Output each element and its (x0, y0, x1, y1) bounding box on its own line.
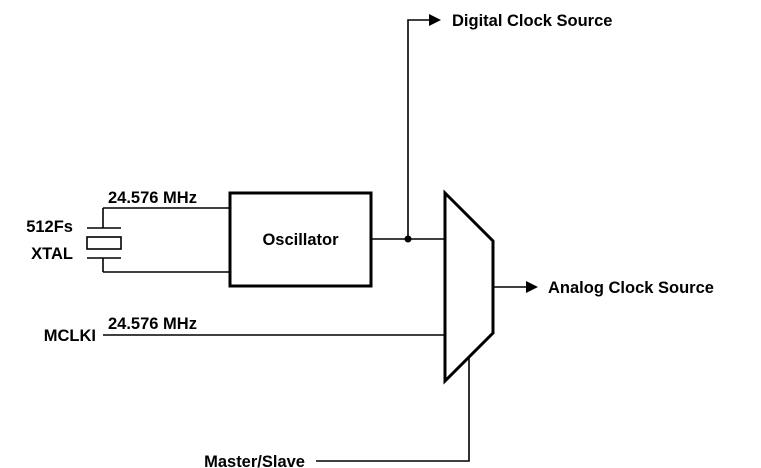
crystal-symbol (86, 207, 230, 273)
oscillator-block (228, 191, 373, 288)
clock-mux (443, 189, 495, 385)
crystal-body (86, 236, 122, 250)
digital-clock-arrowhead (429, 14, 441, 26)
master-slave-wire (316, 357, 470, 462)
crystal-label-line2: XTAL (31, 245, 73, 263)
mclki-frequency-label: 24.576 MHz (108, 315, 197, 333)
digital-clock-source-label: Digital Clock Source (452, 12, 612, 30)
mclki-label: MCLKI (44, 327, 96, 345)
master-slave-label: Master/Slave (204, 453, 305, 468)
oscillator-label: Oscillator (262, 231, 339, 249)
analog-clock-arrowhead (526, 281, 538, 293)
crystal-frequency-label: 24.576 MHz (108, 189, 197, 207)
digital-clock-wire (407, 19, 430, 239)
analog-clock-source-label: Analog Clock Source (548, 279, 714, 297)
crystal-label-line1: 512Fs (26, 218, 73, 236)
